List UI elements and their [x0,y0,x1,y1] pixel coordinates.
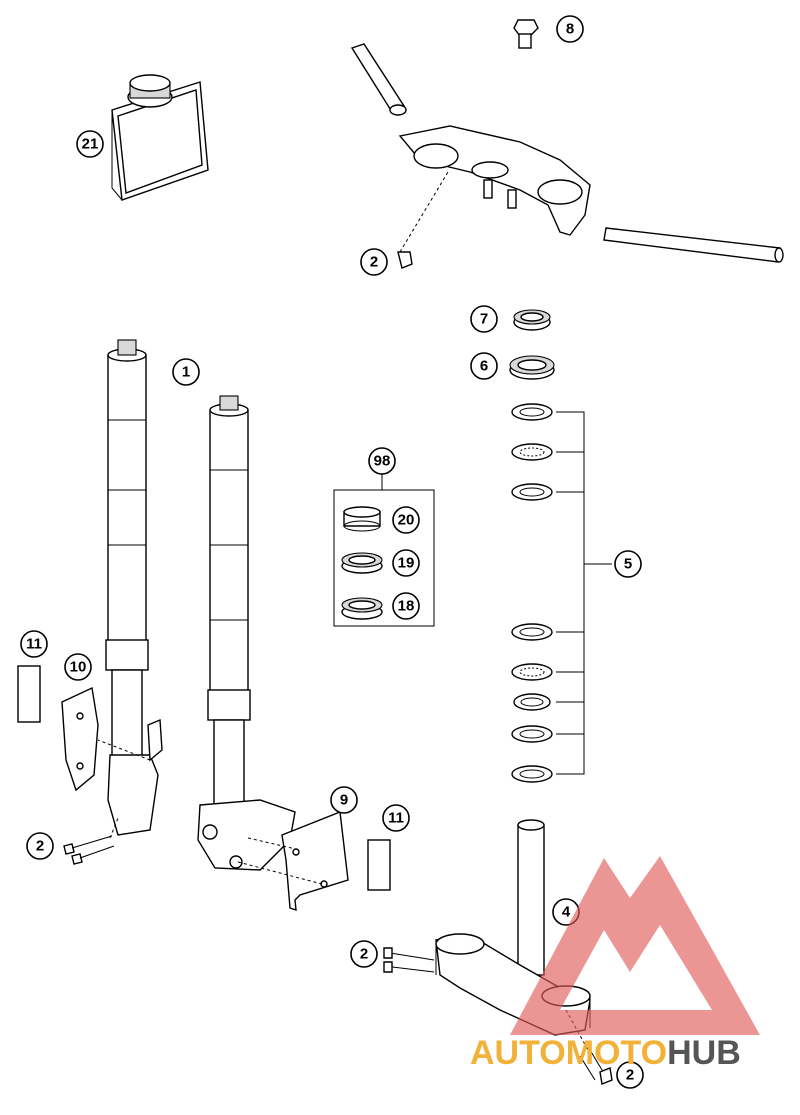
part-5-bearing-set [511,403,612,783]
watermark-logo [510,856,760,1035]
callout-2-left: 2 [26,832,54,860]
svg-text:18: 18 [398,598,415,615]
svg-text:9: 9 [340,792,348,809]
part-19-seal [341,552,383,574]
callout-8: 8 [556,15,584,43]
callout-1: 1 [172,358,200,386]
svg-text:1: 1 [182,364,190,381]
svg-text:11: 11 [26,636,42,653]
svg-text:19: 19 [398,555,415,572]
svg-text:21: 21 [82,136,99,153]
callout-2-lower: 2 [350,940,378,968]
callout-2-upper: 2 [360,248,388,276]
svg-text:2: 2 [626,1067,634,1084]
callout-10: 10 [64,653,92,681]
part-21-oil-bottle [111,74,209,201]
svg-text:2: 2 [370,254,378,271]
svg-text:8: 8 [566,21,574,38]
svg-text:2: 2 [36,838,44,855]
callout-7: 7 [470,305,498,333]
callout-98: 98 [368,447,396,475]
callout-18: 18 [392,592,420,620]
part-7-nut [513,309,551,331]
svg-text:4: 4 [562,904,571,921]
callout-19: 19 [392,549,420,577]
svg-text:11: 11 [388,810,404,827]
part-2-bolt-upper [397,171,449,269]
svg-text:2: 2 [360,946,368,963]
svg-text:98: 98 [374,453,391,470]
callout-21: 21 [76,130,104,158]
svg-text:7: 7 [480,311,488,328]
part-2-bolts-lower-clamp [383,947,613,1085]
part-10-fork-guard-left [61,686,99,792]
part-1-fork-left [105,339,163,836]
part-4-lower-triple-clamp [435,819,591,1036]
callout-20: 20 [392,506,420,534]
svg-text:20: 20 [398,512,415,529]
callout-11-right: 11 [382,804,410,832]
part-98-kit-box [333,474,435,627]
part-2-bolts-left [63,817,119,865]
callout-5: 5 [614,550,642,578]
svg-text:5: 5 [624,556,632,573]
part-18-seal [341,597,383,620]
callout-9: 9 [330,786,358,814]
watermark-text: AUTOMOTOHUB [470,1034,741,1072]
part-20-bushing [343,506,381,532]
svg-text:10: 10 [70,659,87,676]
svg-text:6: 6 [480,358,488,375]
callout-11-left: 11 [20,630,48,658]
part-11-pad-left [17,665,41,723]
part-1-fork-right [197,395,296,871]
part-6-seal [509,355,555,380]
part-11-pad-right [367,839,391,891]
part-8-bolt [513,19,539,49]
callout-6: 6 [470,352,498,380]
callout-2-bottom: 2 [616,1061,644,1089]
upper-triple-clamp [350,43,784,263]
